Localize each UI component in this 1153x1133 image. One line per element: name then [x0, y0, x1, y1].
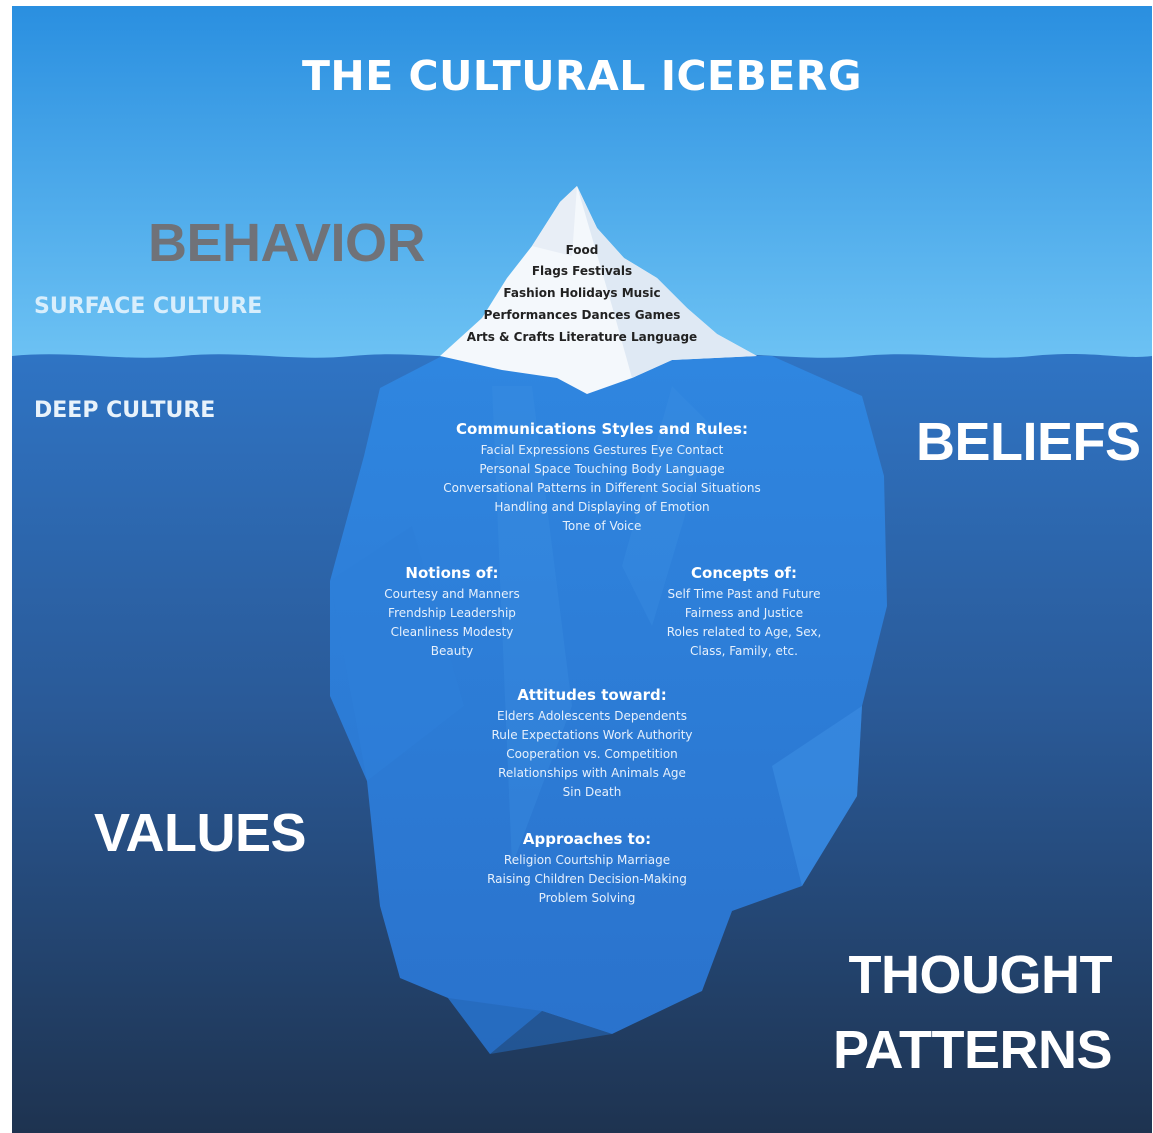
attitudes-line: Rule Expectations Work Authority: [491, 728, 693, 742]
notions-line: Beauty: [430, 644, 474, 658]
iceberg-illustration: [12, 6, 1152, 1133]
thought-patterns-line-1: THOUGHT: [848, 945, 1113, 1005]
notions-line: Cleanliness Modesty: [390, 625, 514, 639]
attitudes-line: Elders Adolescents Dependents: [497, 709, 687, 723]
iceberg-facet: [448, 998, 612, 1054]
iceberg-tip-shade: [532, 186, 577, 256]
notions-heading: Notions of:: [405, 564, 499, 582]
approaches-line: Religion Courtship Marriage: [503, 853, 671, 867]
iceberg-tip-shade: [577, 186, 757, 378]
concepts-line: Roles related to Age, Sex,: [666, 625, 822, 639]
iceberg-underwater-body: [330, 356, 887, 1054]
notions-section: Notions of: Courtesy and Manners Frendsh…: [367, 564, 537, 663]
communication-section: Communications Styles and Rules: Facial …: [412, 420, 792, 538]
communication-line: Conversational Patterns in Different Soc…: [443, 481, 761, 495]
diagram-title: THE CULTURAL ICEBERG: [301, 52, 863, 100]
concepts-line: Self Time Past and Future: [667, 587, 821, 601]
cultural-iceberg-diagram: THE CULTURAL ICEBERG BEHAVIOR SURFACE CU…: [12, 6, 1152, 1133]
communication-line: Tone of Voice: [562, 519, 642, 533]
concepts-line: Fairness and Justice: [684, 606, 804, 620]
iceberg-facet: [492, 386, 572, 866]
iceberg-facet: [622, 386, 712, 626]
notions-line: Frendship Leadership: [388, 606, 516, 620]
concepts-line: Class, Family, etc.: [690, 644, 798, 658]
behavior-label: BEHAVIOR: [148, 213, 426, 273]
tip-line: Fashion Holidays Music: [503, 286, 661, 300]
communication-line: Handling and Displaying of Emotion: [494, 500, 710, 514]
communication-line: Facial Expressions Gestures Eye Contact: [480, 443, 724, 457]
concepts-section: Concepts of: Self Time Past and Future F…: [644, 564, 844, 663]
attitudes-section: Attitudes toward: Elders Adolescents Dep…: [452, 686, 732, 804]
beliefs-label: BELIEFS: [916, 412, 1141, 472]
tip-line: Arts & Crafts Literature Language: [466, 330, 698, 344]
values-label: VALUES: [94, 803, 307, 863]
communication-heading: Communications Styles and Rules:: [456, 420, 748, 438]
approaches-line: Raising Children Decision-Making: [487, 872, 687, 886]
approaches-section: Approaches to: Religion Courtship Marria…: [452, 830, 722, 910]
attitudes-heading: Attitudes toward:: [517, 686, 667, 704]
concepts-heading: Concepts of:: [691, 564, 797, 582]
thought-patterns-label: THOUGHT PATTERNS: [712, 938, 1113, 1087]
tip-line: Flags Festivals: [531, 264, 633, 278]
communication-line: Personal Space Touching Body Language: [479, 462, 725, 476]
attitudes-line: Cooperation vs. Competition: [506, 747, 678, 761]
notions-line: Courtesy and Manners: [384, 587, 520, 601]
tip-line: Food: [565, 243, 599, 257]
surface-culture-label: SURFACE CULTURE: [34, 294, 263, 319]
deep-culture-label: DEEP CULTURE: [34, 398, 216, 423]
approaches-line: Problem Solving: [538, 891, 636, 905]
iceberg-facet: [330, 526, 464, 781]
tip-line: Performances Dances Games: [483, 308, 681, 322]
thought-patterns-line-2: PATTERNS: [833, 1019, 1113, 1080]
attitudes-line: Sin Death: [562, 785, 622, 799]
iceberg-facet: [772, 706, 862, 886]
attitudes-line: Relationships with Animals Age: [498, 766, 686, 780]
approaches-heading: Approaches to:: [522, 830, 652, 848]
